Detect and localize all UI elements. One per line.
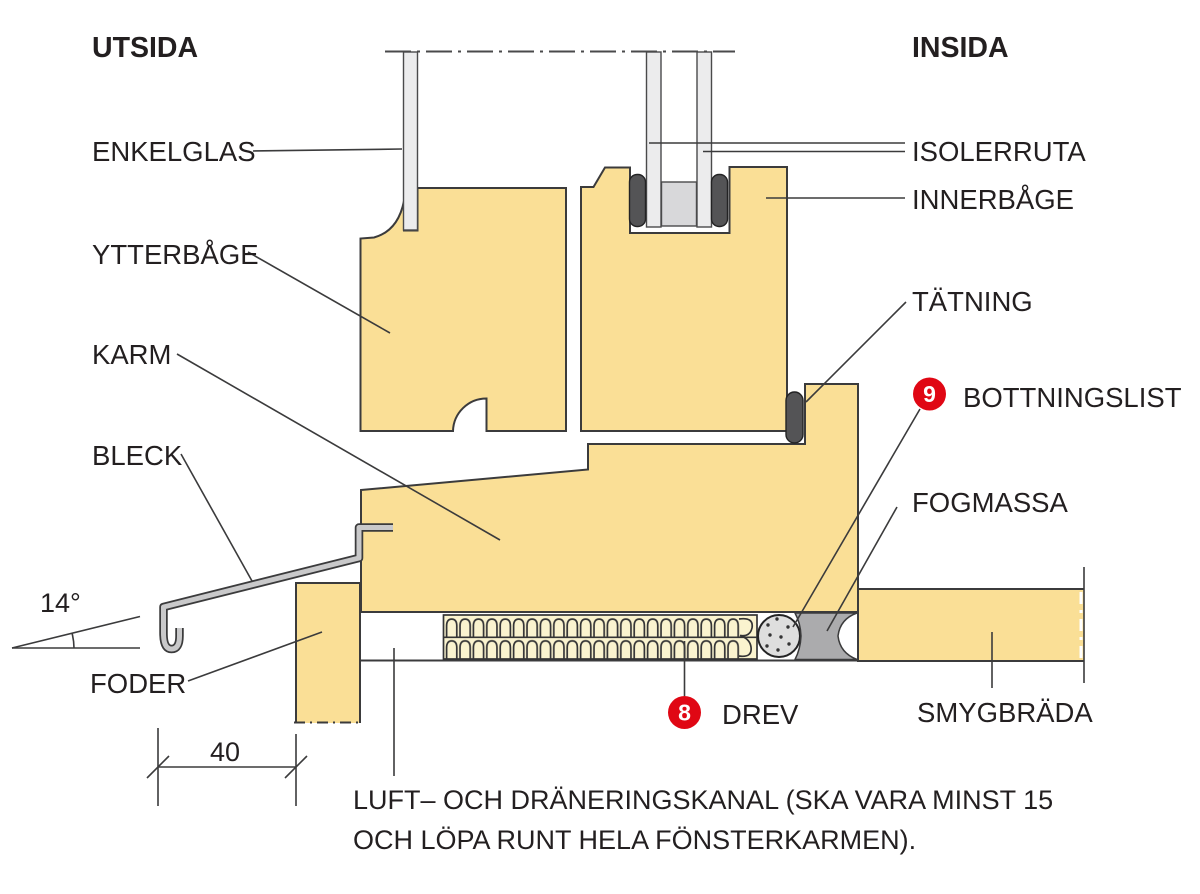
label-angle: 14°	[40, 588, 81, 618]
badge-9-circle	[913, 377, 946, 411]
fogmassa-sealant	[793, 612, 858, 661]
header-inside: INSIDA	[912, 32, 1009, 64]
label-width-40: 40	[210, 737, 240, 767]
enkelglas-pane	[402, 51, 419, 231]
badge-8-number: 8	[678, 700, 691, 726]
glazing-gasket-right	[710, 173, 729, 228]
angle-annotation	[11, 615, 141, 649]
smygbrada-outline	[857, 588, 1084, 662]
drev-end-curl	[738, 617, 754, 658]
label-karm: KARM	[92, 339, 171, 370]
isolerruta-pane-outer	[645, 51, 662, 228]
dimension-40	[146, 728, 308, 806]
innerbage-sash	[580, 166, 788, 432]
dim-tick-left	[146, 755, 170, 779]
ytterbage-leader	[247, 251, 391, 334]
tatning-gasket	[785, 391, 804, 444]
label-ytterbage: YTTERBÅGE	[92, 239, 259, 270]
isolerruta-spacer	[660, 181, 698, 227]
note-line2: OCH LÖPA RUNT HELA FÖNSTERKARMEN).	[353, 825, 916, 855]
foder-leader	[187, 631, 323, 682]
label-isolerruta: ISOLERRUTA	[912, 136, 1086, 167]
tatning-leader	[805, 301, 907, 403]
label-bleck: BLECK	[92, 440, 183, 471]
badge-9-number: 9	[923, 381, 936, 407]
label-drev: DREV	[722, 699, 799, 730]
label-bottningslist: BOTTNINGSLIST	[963, 382, 1182, 413]
drev-loops-row2	[445, 637, 740, 660]
header-outside: UTSIDA	[92, 32, 198, 64]
foder-board	[296, 583, 360, 723]
label-innerbage: INNERBÅGE	[912, 184, 1074, 215]
angle-arc	[71, 632, 75, 649]
karm-leader	[176, 353, 501, 541]
dim-tick-right	[284, 755, 308, 779]
smygbrada-board	[858, 589, 1084, 661]
badge-8-circle	[668, 696, 701, 729]
karm-frame	[360, 383, 859, 613]
enkelglas-leader	[252, 148, 403, 152]
foder-outline	[295, 582, 361, 723]
label-smygbrada: SMYGBRÄDA	[917, 697, 1093, 728]
leader-lines	[176, 142, 993, 776]
bleck-flashing	[161, 525, 393, 652]
bleck-leader	[180, 453, 253, 582]
drev-loops-row1	[445, 615, 740, 638]
label-foder: FODER	[90, 668, 186, 699]
bottningslist-leader	[792, 408, 921, 628]
fogmassa-leader	[826, 506, 898, 632]
ytterbage-sash	[359, 187, 567, 432]
label-enkelglas: ENKELGLAS	[92, 136, 256, 167]
note-line1: LUFT– OCH DRÄNERINGSKANAL (SKA VARA MINS…	[353, 785, 1053, 815]
isolerruta-pane-inner	[696, 51, 713, 228]
bottningslist-dots	[765, 617, 791, 652]
label-fogmassa: FOGMASSA	[912, 487, 1069, 518]
glazing-gasket-left	[628, 173, 647, 228]
label-tatning: TÄTNING	[912, 286, 1033, 317]
angle-sloped-line	[11, 615, 141, 649]
